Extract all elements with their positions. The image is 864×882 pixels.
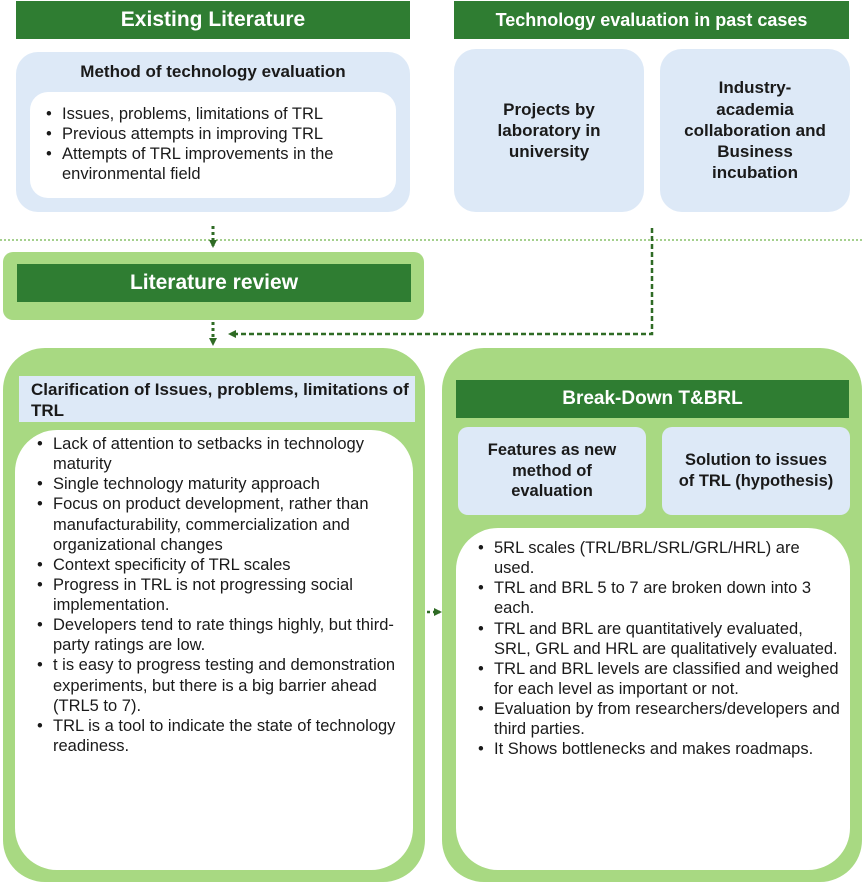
clarification-title: Clarification of Issues, problems, limit… [19,376,415,422]
method-of-evaluation-panel: Method of technology evaluation Issues, … [16,52,410,212]
features-box: Features as new method of evaluation [458,427,646,515]
breakdown-list: 5RL scales (TRL/BRL/SRL/GRL/HRL) are use… [472,538,842,760]
literature-review-panel: Literature review [3,252,424,320]
list-item: Single technology maturity approach [31,474,401,494]
list-item: Focus on product development, rather tha… [31,494,401,554]
clarification-panel: Clarification of Issues, problems, limit… [3,348,425,882]
method-of-evaluation-list-box: Issues, problems, limitations of TRL Pre… [30,92,396,198]
breakdown-panel: Break-Down T&BRL Features as new method … [442,348,862,882]
list-item: t is easy to progress testing and demons… [31,655,401,715]
solution-box: Solution to issues of TRL (hypothesis) [662,427,850,515]
clarification-list: Lack of attention to setbacks in technol… [31,434,401,756]
list-item: Developers tend to rate things highly, b… [31,615,401,655]
list-item: 5RL scales (TRL/BRL/SRL/GRL/HRL) are use… [472,538,842,578]
literature-review-label: Literature review [17,264,411,302]
clarification-list-box: Lack of attention to setbacks in technol… [15,430,413,870]
list-item: Attempts of TRL improvements in the envi… [40,144,386,184]
breakdown-header: Break-Down T&BRL [456,380,849,418]
breakdown-list-box: 5RL scales (TRL/BRL/SRL/GRL/HRL) are use… [456,528,850,870]
list-item: TRL is a tool to indicate the state of t… [31,716,401,756]
existing-literature-header: Existing Literature [16,1,410,39]
list-item: TRL and BRL are quantitatively evaluated… [472,619,842,659]
list-item: It Shows bottlenecks and makes roadmaps. [472,739,842,759]
university-projects-box: Projects by laboratory in university [454,49,644,212]
method-of-evaluation-title: Method of technology evaluation [80,62,346,81]
list-item: Issues, problems, limitations of TRL [40,104,386,124]
list-item: Previous attempts in improving TRL [40,124,386,144]
list-item: Evaluation by from researchers/developer… [472,699,842,739]
list-item: Context specificity of TRL scales [31,555,401,575]
list-item: Progress in TRL is not progressing socia… [31,575,401,615]
method-of-evaluation-list: Issues, problems, limitations of TRL Pre… [40,104,386,185]
past-cases-header: Technology evaluation in past cases [454,1,849,39]
list-item: TRL and BRL levels are classified and we… [472,659,842,699]
arrow-from-past-cases [228,228,654,338]
list-item: Lack of attention to setbacks in technol… [31,434,401,474]
industry-academia-box: Industry-academia collaboration and Busi… [660,49,850,212]
list-item: TRL and BRL 5 to 7 are broken down into … [472,578,842,618]
